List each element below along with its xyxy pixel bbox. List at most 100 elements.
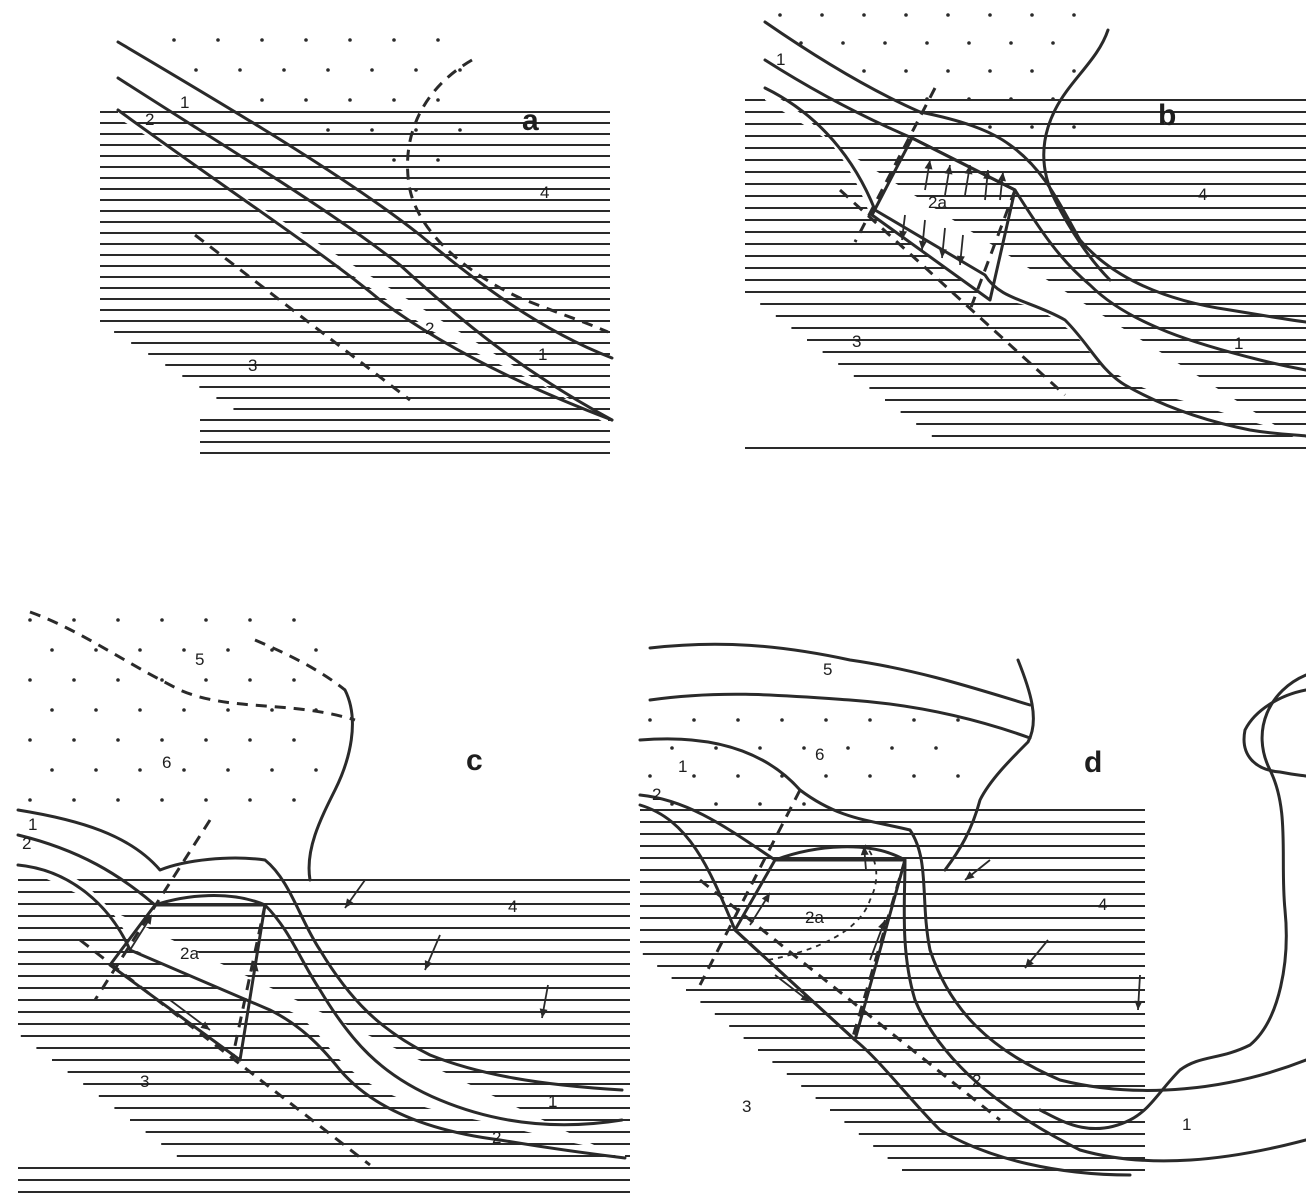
panel-d-slip-arrow <box>775 975 810 1002</box>
panel-b-unit-1-lower: 1 <box>1234 334 1243 353</box>
stipple-dot <box>912 718 916 722</box>
stipple-dot <box>648 774 652 778</box>
panel-d-unit-2: 2 <box>652 785 661 804</box>
stipple-dot <box>270 768 274 772</box>
panel-d-unit-2-lower: 2 <box>972 1071 981 1090</box>
stipple-dot <box>925 97 929 101</box>
stipple-dot <box>1051 41 1055 45</box>
panel-c-unit-2: 2 <box>22 834 31 853</box>
panel-c-flow-arrow-head <box>345 898 353 908</box>
panel-d-flow-arrow-head <box>1135 1001 1143 1010</box>
stipple-dot <box>138 708 142 712</box>
stipple-dot <box>956 718 960 722</box>
stipple-dot <box>72 678 76 682</box>
stipple-dot <box>883 41 887 45</box>
stipple-dot <box>956 774 960 778</box>
stipple-dot <box>370 128 374 132</box>
stipple-dot <box>392 98 396 102</box>
stipple-dot <box>138 768 142 772</box>
stipple-dot <box>1030 69 1034 73</box>
stipple-dot <box>314 768 318 772</box>
panel-c-flow-arrow-head <box>540 1008 548 1018</box>
stipple-dot <box>758 746 762 750</box>
stipple-dot <box>392 158 396 162</box>
stipple-dot <box>736 718 740 722</box>
panel-c-unit-1-lower: 1 <box>548 1092 557 1111</box>
stipple-dot <box>292 618 296 622</box>
panel-d-hatching <box>640 810 1145 1170</box>
panel-d-fault-left <box>700 790 800 985</box>
stipple-dot <box>160 678 164 682</box>
panel-d-unit-3: 3 <box>742 1097 751 1116</box>
stipple-dot <box>28 618 32 622</box>
stipple-dot <box>820 13 824 17</box>
panel-b-unit-1-upper: 1 <box>776 50 785 69</box>
stipple-dot <box>670 746 674 750</box>
panel-a-unit-1-upper: 1 <box>180 93 189 112</box>
panel-c-flow-arrow <box>540 985 548 1018</box>
panel-b-up-arrow-head <box>925 160 933 170</box>
stipple-dot <box>94 768 98 772</box>
stipple-dot <box>248 738 252 742</box>
stipple-dot <box>260 98 264 102</box>
panel-c-label: c <box>466 744 483 777</box>
stipple-dot <box>458 68 462 72</box>
panel-d-unit-5: 5 <box>823 660 832 679</box>
stipple-dot <box>194 68 198 72</box>
stipple-dot <box>824 718 828 722</box>
stipple-dot <box>988 125 992 129</box>
stipple-dot <box>890 746 894 750</box>
stipple-dot <box>326 128 330 132</box>
stipple-dot <box>50 648 54 652</box>
stipple-dot <box>72 798 76 802</box>
stipple-dot <box>226 708 230 712</box>
panel-a-unit-1-lower: 1 <box>538 345 547 364</box>
panel-a-unit-4: 4 <box>540 183 549 202</box>
panel-b-bed-1-base <box>765 60 1306 370</box>
stipple-dot <box>862 69 866 73</box>
panel-c-unit-2a: 2a <box>180 944 199 963</box>
stipple-dot <box>72 738 76 742</box>
panel-c-unit-6: 6 <box>162 753 171 772</box>
panel-a-label: a <box>522 104 539 137</box>
stipple-dot <box>304 38 308 42</box>
stipple-dot <box>648 718 652 722</box>
panel-d-unit-6: 6 <box>815 745 824 764</box>
stipple-dot <box>802 746 806 750</box>
stipple-dot <box>304 98 308 102</box>
stipple-dot <box>160 738 164 742</box>
stipple-dot <box>50 708 54 712</box>
stipple-dot <box>292 678 296 682</box>
stipple-dot <box>248 678 252 682</box>
stipple-dot <box>714 802 718 806</box>
stipple-dot <box>436 38 440 42</box>
panel-d-unit-1-lower: 1 <box>1182 1115 1191 1134</box>
stipple-dot <box>967 97 971 101</box>
stipple-dot <box>1051 97 1055 101</box>
stipple-dot <box>248 798 252 802</box>
panel-c-unit-1: 1 <box>28 815 37 834</box>
stipple-dot <box>314 648 318 652</box>
panel-c-stipple <box>28 618 318 802</box>
panel-b-unit-4: 4 <box>1198 185 1207 204</box>
panel-c: 5 6 1 2 2a 4 3 1 2 c <box>18 612 630 1192</box>
stipple-dot <box>1009 97 1013 101</box>
stipple-dot <box>414 188 418 192</box>
stipple-dot <box>868 774 872 778</box>
panel-d-label: d <box>1084 746 1102 779</box>
stipple-dot <box>94 708 98 712</box>
panel-a-unit-3: 3 <box>248 356 257 375</box>
stipple-dot <box>934 746 938 750</box>
stipple-dot <box>436 158 440 162</box>
stipple-dot <box>28 678 32 682</box>
panel-b-intrusion-margin <box>1044 30 1110 280</box>
panel-b-label: b <box>1158 99 1176 132</box>
stipple-dot <box>1072 125 1076 129</box>
stipple-dot <box>182 768 186 772</box>
panel-b-up-arrow-head <box>945 165 953 175</box>
panel-c-unit-4: 4 <box>508 897 517 916</box>
stipple-dot <box>778 13 782 17</box>
stipple-dot <box>736 774 740 778</box>
stipple-dot <box>780 718 784 722</box>
